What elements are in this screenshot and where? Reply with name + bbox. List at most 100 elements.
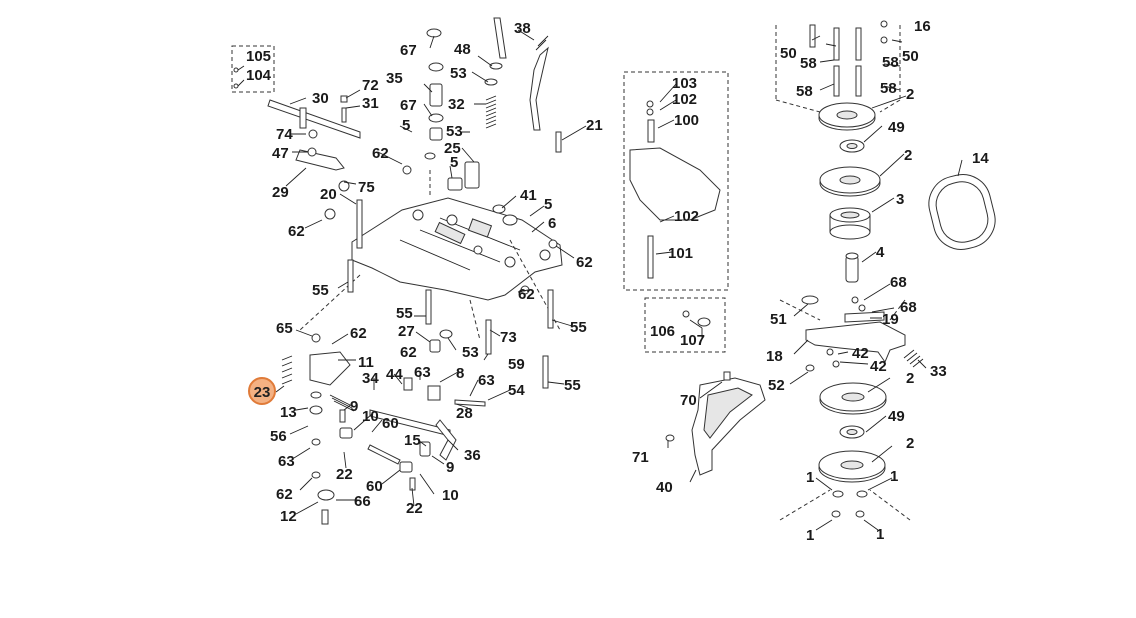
callout-19[interactable]: 19 [882, 311, 899, 328]
callout-66[interactable]: 66 [354, 493, 371, 510]
callout-2[interactable]: 2 [906, 370, 914, 387]
callout-58[interactable]: 58 [880, 80, 897, 97]
callout-44[interactable]: 44 [386, 366, 403, 383]
callout-11[interactable]: 11 [358, 354, 374, 371]
callout-20[interactable]: 20 [320, 186, 337, 203]
callout-63[interactable]: 63 [278, 453, 295, 470]
callout-62[interactable]: 62 [288, 223, 305, 240]
callout-18[interactable]: 18 [766, 348, 783, 365]
callout-38[interactable]: 38 [514, 20, 531, 37]
callout-65[interactable]: 65 [276, 320, 293, 337]
callout-42[interactable]: 42 [870, 358, 887, 375]
callout-67[interactable]: 67 [400, 42, 417, 59]
callout-102[interactable]: 102 [674, 208, 699, 225]
callout-1[interactable]: 1 [890, 468, 898, 485]
callout-63[interactable]: 63 [414, 364, 431, 381]
callout-5[interactable]: 5 [544, 196, 552, 213]
callout-68[interactable]: 68 [890, 274, 907, 291]
callout-15[interactable]: 15 [404, 432, 421, 449]
callout-27[interactable]: 27 [398, 323, 415, 340]
callout-55[interactable]: 55 [396, 305, 413, 322]
callout-55[interactable]: 55 [312, 282, 329, 299]
callout-36[interactable]: 36 [464, 447, 481, 464]
callout-74[interactable]: 74 [276, 126, 293, 143]
callout-9[interactable]: 9 [446, 459, 454, 476]
callout-2[interactable]: 2 [906, 435, 914, 452]
callout-10[interactable]: 10 [442, 487, 459, 504]
callout-62[interactable]: 62 [372, 145, 389, 162]
callout-9[interactable]: 9 [350, 398, 358, 415]
callout-54[interactable]: 54 [508, 382, 525, 399]
callout-53[interactable]: 53 [462, 344, 479, 361]
callout-35[interactable]: 35 [386, 70, 403, 87]
callout-1[interactable]: 1 [876, 526, 884, 543]
callout-29[interactable]: 29 [272, 184, 289, 201]
callout-55[interactable]: 55 [564, 377, 581, 394]
callout-8[interactable]: 8 [456, 365, 464, 382]
callout-105[interactable]: 105 [246, 48, 271, 65]
callout-40[interactable]: 40 [656, 479, 673, 496]
callout-22[interactable]: 22 [336, 466, 353, 483]
callout-23[interactable]: 23 [254, 384, 271, 401]
callout-5[interactable]: 5 [450, 154, 458, 171]
callout-1[interactable]: 1 [806, 469, 814, 486]
callout-6[interactable]: 6 [548, 215, 556, 232]
callout-70[interactable]: 70 [680, 392, 697, 409]
callout-103[interactable]: 103 [672, 75, 697, 92]
callout-4[interactable]: 4 [876, 244, 885, 261]
callout-102[interactable]: 102 [672, 91, 697, 108]
callout-13[interactable]: 13 [280, 404, 297, 421]
callout-101[interactable]: 101 [668, 245, 693, 262]
callout-50[interactable]: 50 [780, 45, 797, 62]
callout-2[interactable]: 2 [904, 147, 912, 164]
callout-41[interactable]: 41 [520, 187, 537, 204]
callout-62[interactable]: 62 [518, 286, 535, 303]
callout-55[interactable]: 55 [570, 319, 587, 336]
callout-59[interactable]: 59 [508, 356, 525, 373]
callout-100[interactable]: 100 [674, 112, 699, 129]
callout-12[interactable]: 12 [280, 508, 297, 525]
callout-62[interactable]: 62 [276, 486, 293, 503]
callout-73[interactable]: 73 [500, 329, 517, 346]
callout-28[interactable]: 28 [456, 405, 473, 422]
callout-49[interactable]: 49 [888, 119, 905, 136]
callout-71[interactable]: 71 [632, 449, 649, 466]
callout-75[interactable]: 75 [358, 179, 375, 196]
callout-5[interactable]: 5 [402, 117, 410, 134]
callout-53[interactable]: 53 [446, 123, 463, 140]
callout-104[interactable]: 104 [246, 67, 272, 84]
callout-21[interactable]: 21 [586, 117, 603, 134]
callout-14[interactable]: 14 [972, 150, 989, 167]
callout-58[interactable]: 58 [800, 55, 817, 72]
callout-72[interactable]: 72 [362, 77, 379, 94]
callout-47[interactable]: 47 [272, 145, 289, 162]
callout-68[interactable]: 68 [900, 299, 917, 316]
callout-56[interactable]: 56 [270, 428, 287, 445]
callout-16[interactable]: 16 [914, 18, 931, 35]
callout-1[interactable]: 1 [806, 527, 814, 544]
callout-52[interactable]: 52 [768, 377, 785, 394]
callout-31[interactable]: 31 [362, 95, 379, 112]
callout-53[interactable]: 53 [450, 65, 467, 82]
callout-49[interactable]: 49 [888, 408, 905, 425]
callout-60[interactable]: 60 [382, 415, 399, 432]
callout-58[interactable]: 58 [882, 54, 899, 71]
callout-50[interactable]: 50 [902, 48, 919, 65]
callout-67[interactable]: 67 [400, 97, 417, 114]
callout-2[interactable]: 2 [906, 86, 914, 103]
callout-32[interactable]: 32 [448, 96, 465, 113]
callout-60[interactable]: 60 [366, 478, 383, 495]
callout-62[interactable]: 62 [576, 254, 593, 271]
callout-62[interactable]: 62 [350, 325, 367, 342]
callout-48[interactable]: 48 [454, 41, 471, 58]
callout-3[interactable]: 3 [896, 191, 904, 208]
callout-42[interactable]: 42 [852, 345, 869, 362]
callout-58[interactable]: 58 [796, 83, 813, 100]
callout-106[interactable]: 106 [650, 323, 675, 340]
callout-107[interactable]: 107 [680, 332, 705, 349]
callout-30[interactable]: 30 [312, 90, 329, 107]
callout-33[interactable]: 33 [930, 363, 947, 380]
callout-25[interactable]: 25 [444, 140, 461, 157]
callout-22[interactable]: 22 [406, 500, 423, 517]
callout-34[interactable]: 34 [362, 370, 379, 387]
